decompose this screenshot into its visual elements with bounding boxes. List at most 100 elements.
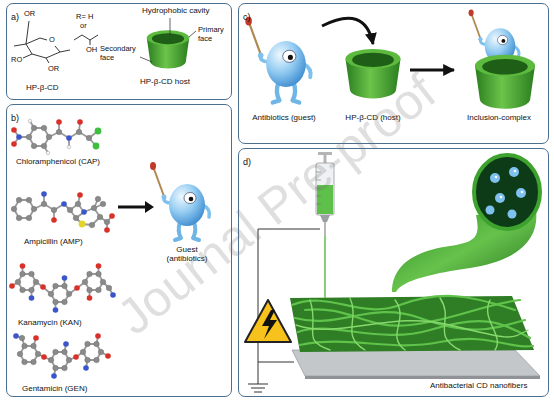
electrospinning-wires-part bbox=[251, 388, 265, 389]
ampicillin-molecule-part bbox=[14, 194, 112, 230]
illustration-layer-part bbox=[346, 49, 401, 99]
ampicillin-molecule-part bbox=[41, 191, 47, 197]
panel-letter: b) bbox=[11, 114, 19, 124]
gentamicin-molecule-part bbox=[33, 335, 39, 341]
kanamycin-molecule-part bbox=[62, 299, 68, 305]
label-holder: Journal Pre-proof bbox=[107, 63, 447, 346]
nanofiber-mat bbox=[290, 296, 534, 352]
high-voltage-sign-part bbox=[245, 300, 291, 342]
callout-label: Hydrophobic cavity bbox=[142, 6, 210, 15]
label-holder: Antibacterial CD nanofibers bbox=[430, 381, 527, 390]
gentamicin-molecule-part bbox=[63, 341, 69, 347]
nanofiber-mat-part bbox=[296, 298, 528, 350]
nanofiber-zoom-tube-part bbox=[495, 176, 498, 179]
kanamycin-molecule-part bbox=[29, 271, 35, 277]
gentamicin-molecule-part bbox=[22, 359, 28, 365]
transition-arrow bbox=[118, 201, 154, 213]
label-holder: or bbox=[80, 22, 87, 31]
ampicillin-molecule-part bbox=[79, 221, 86, 228]
illustration-layer-part bbox=[245, 17, 310, 103]
gentamicin-molecule-part bbox=[13, 333, 19, 339]
ampicillin-molecule-part bbox=[67, 207, 73, 213]
ampicillin-molecule-part bbox=[81, 209, 87, 215]
figure-panel: b) bbox=[6, 104, 232, 397]
nanofiber-mat-part bbox=[290, 296, 534, 352]
gentamicin-molecule-part bbox=[16, 336, 108, 376]
glucose-structure-part bbox=[74, 35, 98, 45]
syringe-part bbox=[316, 172, 321, 204]
kanamycin-molecule-part bbox=[9, 283, 15, 289]
label-holder: O bbox=[49, 36, 55, 45]
illustration-layer-part bbox=[475, 55, 535, 109]
syringe-part bbox=[317, 185, 333, 214]
chloramphenicol-molecule-part bbox=[16, 134, 22, 140]
figure-caption: Inclusion-complex bbox=[467, 113, 531, 122]
kanamycin-molecule-part bbox=[53, 299, 59, 305]
leader-lines-part bbox=[189, 31, 196, 37]
kanamycin-molecule-part bbox=[87, 295, 93, 301]
transition-arrow-part bbox=[145, 201, 154, 213]
syringe-part bbox=[324, 236, 326, 298]
chloramphenicol-molecule-part bbox=[31, 143, 37, 149]
chem-atom-label: OH bbox=[86, 46, 97, 55]
panel-letter: d) bbox=[243, 158, 251, 168]
gentamicin-molecule-part bbox=[95, 333, 101, 339]
ampicillin-molecule-part bbox=[75, 201, 81, 207]
collector-plate-part bbox=[292, 350, 540, 376]
syringe-part bbox=[320, 215, 330, 222]
gentamicin-molecule-part bbox=[105, 353, 111, 359]
ampicillin-molecule-part bbox=[16, 215, 22, 221]
chloramphenicol-molecule-part bbox=[41, 125, 47, 131]
chloramphenicol-molecule-part bbox=[56, 129, 62, 135]
gentamicin-molecule-part bbox=[53, 349, 59, 355]
high-voltage-sign-part bbox=[262, 310, 277, 339]
electrospinning-wires-part bbox=[254, 392, 262, 393]
syringe-part bbox=[318, 152, 332, 155]
kanamycin-molecule-part bbox=[96, 287, 102, 293]
ampicillin-molecule-part bbox=[89, 222, 95, 228]
process-arrow bbox=[410, 69, 454, 72]
label-holder: RO bbox=[11, 56, 22, 65]
nanofiber-mat-part-part bbox=[350, 298, 365, 350]
kanamycin-molecule-part bbox=[62, 275, 68, 281]
chem-substituent-label: R= H bbox=[76, 13, 93, 22]
ampicillin-molecule-part bbox=[31, 206, 37, 212]
gentamicin-molecule-part bbox=[62, 349, 68, 355]
chloramphenicol-molecule-part bbox=[11, 141, 17, 147]
caption-holder: HP-β-CD (host) bbox=[336, 106, 410, 124]
gentamicin-molecule-part bbox=[66, 357, 72, 363]
caption-holder: Antibiotics (guest) bbox=[246, 106, 322, 124]
nanofiber-mat-part-part bbox=[296, 321, 528, 337]
chloramphenicol-molecule-part bbox=[77, 119, 83, 125]
label-holder: HP-β-CD host bbox=[140, 77, 190, 86]
nanofiber-zoom-tube bbox=[392, 155, 540, 292]
gentamicin-molecule-part bbox=[53, 365, 59, 371]
gentamicin-molecule-part bbox=[51, 373, 57, 379]
molecule-name: Kanamycin (KAN) bbox=[18, 318, 82, 327]
ampicillin-molecule-part bbox=[100, 201, 106, 207]
watermark: Journal Pre-proof bbox=[107, 63, 447, 346]
label-holder: HP-β-CD bbox=[26, 83, 59, 92]
kanamycin-molecule-part bbox=[53, 307, 59, 313]
callout-label: Secondary face bbox=[100, 45, 138, 62]
transition-arrow-part bbox=[118, 206, 146, 209]
syringe-part bbox=[316, 163, 334, 215]
kanamycin-molecule-part bbox=[66, 291, 72, 297]
callout-label: Primary face bbox=[198, 26, 230, 43]
electrospinning-wires-part bbox=[248, 384, 268, 385]
figure-item: HP-β-CD (host) bbox=[336, 44, 410, 126]
kanamycin-molecule-part bbox=[29, 295, 35, 301]
gentamicin-molecule-part bbox=[31, 359, 37, 365]
chem-atom-label: OR bbox=[24, 10, 35, 19]
kanamycin-molecule-part bbox=[87, 287, 93, 293]
kanamycin-molecule-part bbox=[20, 271, 26, 277]
ampicillin-molecule-part bbox=[61, 201, 67, 207]
chloramphenicol-molecule-part bbox=[76, 129, 82, 135]
nanofiber-zoom-tube-part bbox=[516, 188, 526, 198]
figure-panel: c)Antibiotics (guest)HP-β-CD (host)Inclu… bbox=[238, 3, 549, 144]
chem-atom-label: OR bbox=[48, 65, 59, 74]
illustration-layer-part bbox=[150, 162, 209, 240]
figure-caption: HP-β-CD (host) bbox=[345, 113, 400, 122]
figure-caption: Antibiotics (guest) bbox=[252, 113, 316, 122]
